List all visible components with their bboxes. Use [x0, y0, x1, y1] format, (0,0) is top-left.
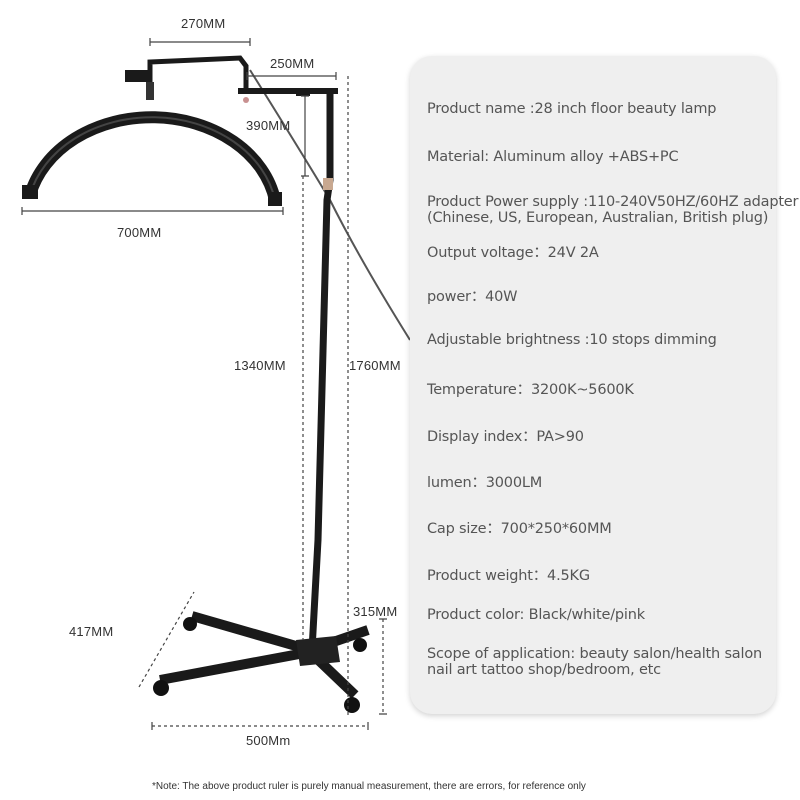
spec-product-name: Product name :28 inch floor beauty lamp [427, 101, 717, 117]
spec-cap-size: Cap size：700*250*60MM [427, 521, 612, 537]
dim-top-bracket: 270MM [181, 16, 226, 31]
lamp-mount [125, 70, 151, 82]
arc-lamp-head [24, 111, 281, 202]
pole [308, 90, 334, 651]
spec-display-index: Display index：PA>90 [427, 429, 584, 445]
spec-brightness: Adjustable brightness :10 stops dimming [427, 332, 717, 348]
dim-pole-height: 1340MM [234, 358, 286, 373]
dim-total-height: 1760MM [349, 358, 401, 373]
arm [238, 88, 338, 94]
spec-panel: Product name :28 inch floor beauty lamp … [410, 56, 798, 714]
dim-lamp-width: 700MM [117, 225, 162, 240]
dim-base-height: 315MM [353, 604, 398, 619]
spec-scope: Scope of application: beauty salon/healt… [427, 646, 762, 678]
top-bracket [147, 55, 249, 92]
spec-power: power：40W [427, 289, 518, 305]
spec-color: Product color: Black/white/pink [427, 607, 645, 623]
dim-arm: 250MM [270, 56, 315, 71]
spec-temperature: Temperature：3200K~5600K [427, 382, 634, 398]
wheel-base [153, 611, 370, 713]
dim-base-width: 500Mm [246, 733, 291, 748]
dim-base-side: 417MM [69, 624, 114, 639]
dim-arc-height: 390MM [246, 118, 291, 133]
spec-output-voltage: Output voltage：24V 2A [427, 245, 599, 261]
spec-material: Material: Aluminum alloy +ABS+PC [427, 149, 679, 165]
spec-lumen: lumen：3000LM [427, 475, 543, 491]
measurement-note: *Note: The above product ruler is purely… [152, 781, 586, 792]
spec-weight: Product weight：4.5KG [427, 568, 590, 584]
spec-power-supply: Product Power supply :110-240V50HZ/60HZ … [427, 194, 799, 226]
